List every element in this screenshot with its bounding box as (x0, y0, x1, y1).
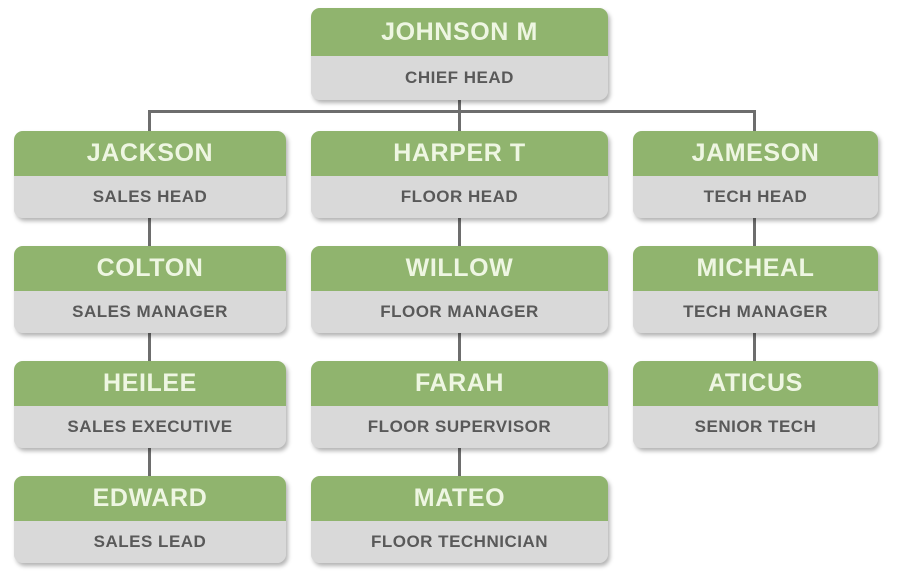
connector-root-drop (458, 100, 461, 112)
node-title: FLOOR TECHNICIAN (311, 521, 608, 563)
node-col3-micheal[interactable]: MICHEAL TECH MANAGER (633, 246, 878, 333)
node-title: FLOOR HEAD (311, 176, 608, 218)
node-col1-colton[interactable]: COLTON SALES MANAGER (14, 246, 286, 333)
node-col2-willow[interactable]: WILLOW FLOOR MANAGER (311, 246, 608, 333)
node-name: JAMESON (633, 131, 878, 176)
connector-drop-col3 (753, 110, 756, 133)
node-col1-jackson[interactable]: JACKSON SALES HEAD (14, 131, 286, 218)
node-name: FARAH (311, 361, 608, 406)
connector-drop-col2 (458, 110, 461, 133)
node-col3-jameson[interactable]: JAMESON TECH HEAD (633, 131, 878, 218)
connector-drop-col1 (148, 110, 151, 133)
node-name: WILLOW (311, 246, 608, 291)
node-title: CHIEF HEAD (311, 56, 608, 100)
node-title: FLOOR MANAGER (311, 291, 608, 333)
connector-col1-r2-r3 (148, 332, 151, 362)
connector-horizontal-bus (148, 110, 756, 113)
node-name: MICHEAL (633, 246, 878, 291)
node-name: HARPER T (311, 131, 608, 176)
node-name: COLTON (14, 246, 286, 291)
node-name: JOHNSON M (311, 8, 608, 56)
node-root-johnson-m[interactable]: JOHNSON M CHIEF HEAD (311, 8, 608, 100)
node-col1-heilee[interactable]: HEILEE SALES EXECUTIVE (14, 361, 286, 448)
node-col2-harper-t[interactable]: HARPER T FLOOR HEAD (311, 131, 608, 218)
node-name: JACKSON (14, 131, 286, 176)
node-col2-farah[interactable]: FARAH FLOOR SUPERVISOR (311, 361, 608, 448)
node-col3-aticus[interactable]: ATICUS SENIOR TECH (633, 361, 878, 448)
node-name: EDWARD (14, 476, 286, 521)
connector-col3-r1-r2 (753, 217, 756, 247)
node-name: ATICUS (633, 361, 878, 406)
connector-col1-r3-r4 (148, 447, 151, 477)
connector-col2-r1-r2 (458, 217, 461, 247)
connector-col1-r1-r2 (148, 217, 151, 247)
connector-col2-r2-r3 (458, 332, 461, 362)
node-title: SALES LEAD (14, 521, 286, 563)
node-title: TECH MANAGER (633, 291, 878, 333)
connector-col3-r2-r3 (753, 332, 756, 362)
node-name: HEILEE (14, 361, 286, 406)
node-col1-edward[interactable]: EDWARD SALES LEAD (14, 476, 286, 563)
node-title: TECH HEAD (633, 176, 878, 218)
node-name: MATEO (311, 476, 608, 521)
node-title: SALES EXECUTIVE (14, 406, 286, 448)
node-col2-mateo[interactable]: MATEO FLOOR TECHNICIAN (311, 476, 608, 563)
node-title: SALES HEAD (14, 176, 286, 218)
node-title: SENIOR TECH (633, 406, 878, 448)
node-title: FLOOR SUPERVISOR (311, 406, 608, 448)
connector-col2-r3-r4 (458, 447, 461, 477)
node-title: SALES MANAGER (14, 291, 286, 333)
